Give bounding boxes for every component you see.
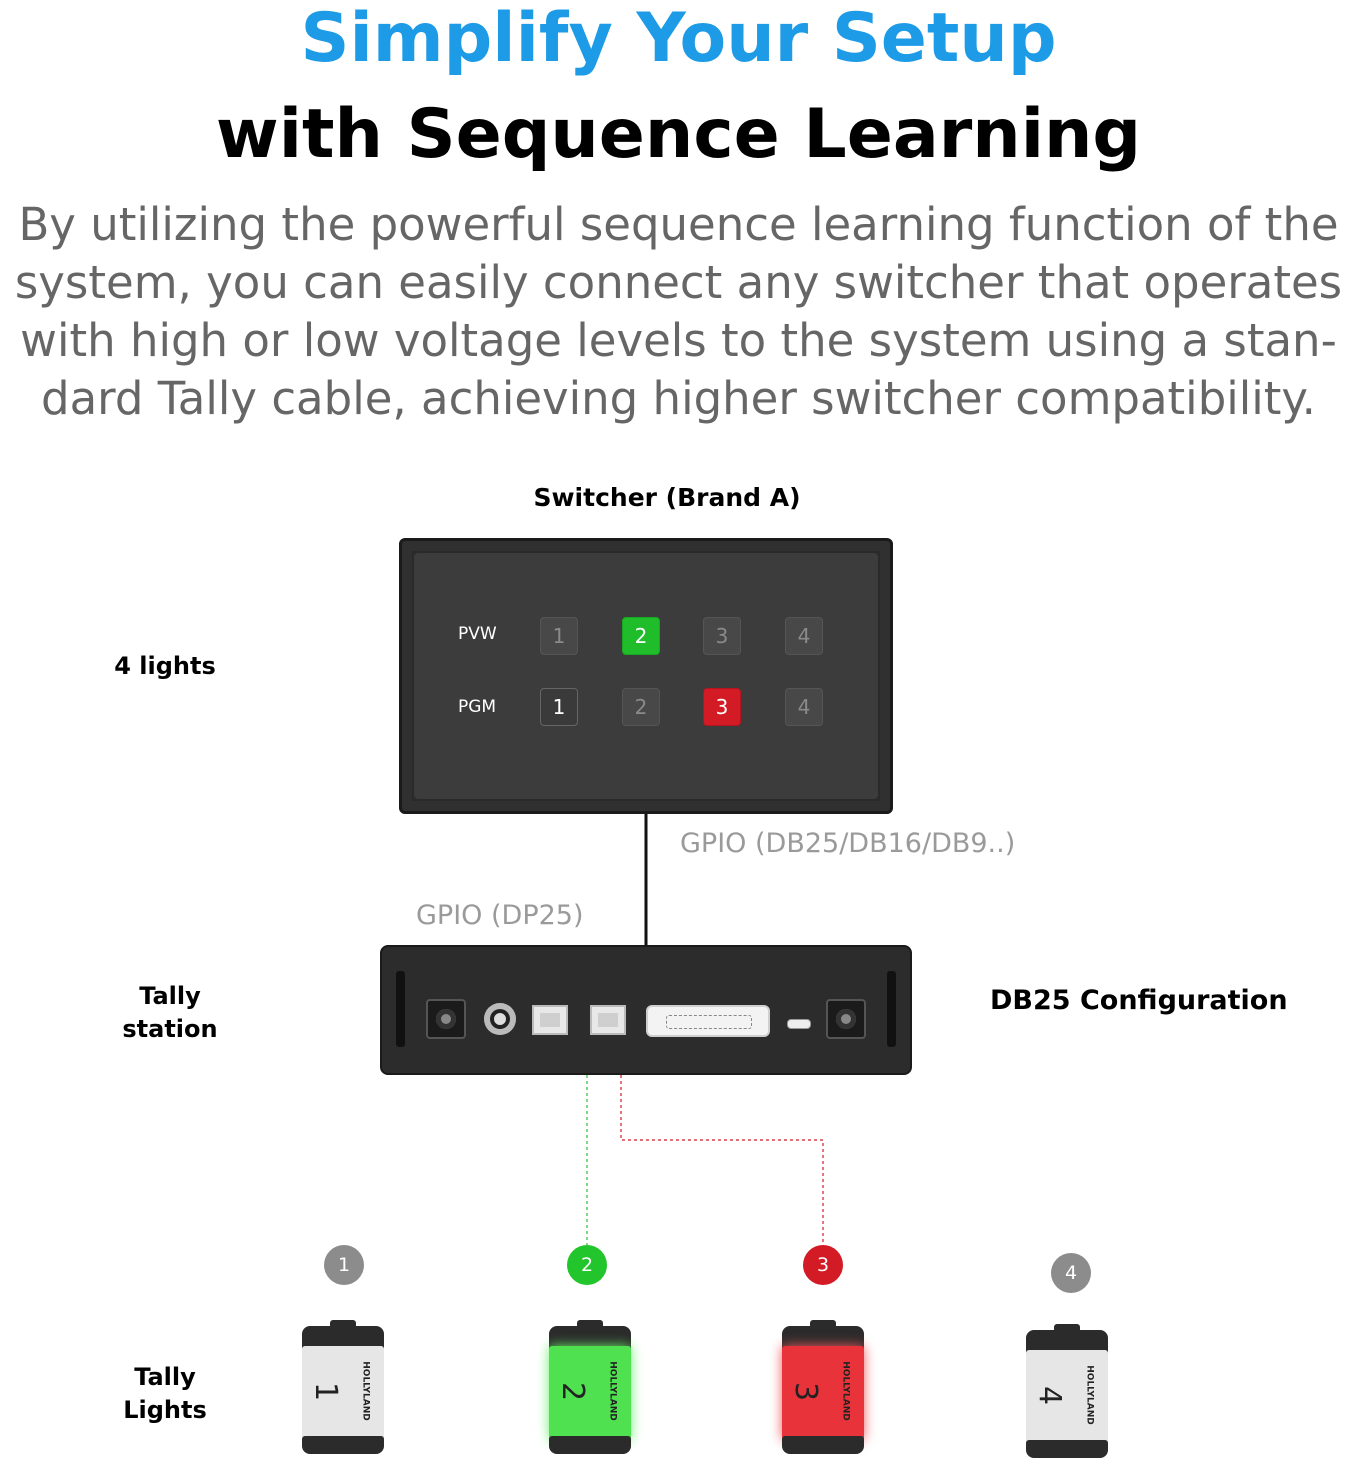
tally-light-3: 3 HOLLYLAND (782, 1320, 864, 1454)
description-line: system, you can easily connect any switc… (14, 256, 1343, 309)
tally-station-label-line: Tally (139, 982, 201, 1010)
light-number-badge-4: 4 (1051, 1253, 1091, 1293)
tally-foot (302, 1436, 384, 1454)
title-line-1: Simplify Your Setup (300, 0, 1057, 78)
antenna-port-icon (484, 1003, 516, 1035)
brand-logo: HOLLYLAND (607, 1361, 618, 1421)
row-label-pvw: PVW (458, 624, 497, 644)
tally-station (380, 945, 912, 1075)
title-line-2: with Sequence Learning (215, 95, 1142, 174)
switcher-panel: PVW PGM 1 2 3 4 1 2 3 4 (399, 538, 893, 814)
description-line: By utilizing the powerful sequence learn… (18, 198, 1339, 251)
gpio-switcher-label: GPIO (DB25/DB16/DB9..) (680, 828, 1016, 859)
tally-light-4: 4 HOLLYLAND (1026, 1324, 1108, 1458)
pgm-key-2: 2 (622, 688, 660, 726)
pgm-key-3: 3 (703, 688, 741, 726)
tally-body (782, 1346, 864, 1440)
db25-config-label: DB25 Configuration (990, 985, 1288, 1016)
ethernet-port-icon (590, 1005, 626, 1035)
light-number-badge-2: 2 (567, 1245, 607, 1285)
tally-number: 4 (1032, 1385, 1068, 1406)
tally-lights-label-line: Tally (134, 1363, 196, 1391)
pvw-key-2: 2 (622, 617, 660, 655)
tally-number: 3 (788, 1381, 824, 1402)
row-label-pgm: PGM (458, 697, 497, 717)
tally-number: 1 (308, 1381, 344, 1402)
description-line: dard Tally cable, achieving higher switc… (41, 372, 1316, 425)
tally-station-label: Tally station (95, 980, 245, 1046)
tally-foot (1026, 1440, 1108, 1458)
light-number-badge-3: 3 (803, 1245, 843, 1285)
four-lights-label: 4 lights (114, 652, 216, 680)
tally-light-1: 1 HOLLYLAND (302, 1320, 384, 1454)
station-side-stripe (396, 971, 405, 1047)
tally-number: 2 (555, 1381, 591, 1402)
description-line: with high or low voltage levels to the s… (20, 314, 1337, 367)
pvw-key-3: 3 (703, 617, 741, 655)
tally-station-label-line: station (122, 1015, 218, 1043)
tally-light-2: 2 HOLLYLAND (549, 1320, 631, 1454)
tally-lights-label: Tally Lights (90, 1361, 240, 1427)
description: By utilizing the powerful sequence learn… (0, 196, 1357, 428)
brand-logo: HOLLYLAND (840, 1361, 851, 1421)
pvw-key-1: 1 (540, 617, 578, 655)
switcher-label: Switcher (Brand A) (533, 483, 801, 512)
tally-foot (549, 1436, 631, 1454)
pgm-key-4: 4 (785, 688, 823, 726)
brand-logo: HOLLYLAND (360, 1361, 371, 1421)
power-port-icon (826, 999, 866, 1039)
brand-logo: HOLLYLAND (1084, 1365, 1095, 1425)
red-signal-line (620, 1075, 824, 1248)
station-side-stripe (887, 971, 896, 1047)
tally-foot (782, 1436, 864, 1454)
tally-body (549, 1346, 631, 1440)
pvw-key-4: 4 (785, 617, 823, 655)
gpio-station-label: GPIO (DP25) (416, 900, 584, 931)
power-port-icon (426, 999, 466, 1039)
light-number-badge-1: 1 (324, 1245, 364, 1285)
db25-port-icon (646, 1005, 770, 1037)
switcher-screen: PVW PGM 1 2 3 4 1 2 3 4 (414, 553, 878, 799)
tally-body (302, 1346, 384, 1440)
tally-body (1026, 1350, 1108, 1444)
tally-lights-label-line: Lights (123, 1396, 207, 1424)
usb-c-port-icon (787, 1019, 811, 1029)
ethernet-port-icon (532, 1005, 568, 1035)
pgm-key-1: 1 (540, 688, 578, 726)
